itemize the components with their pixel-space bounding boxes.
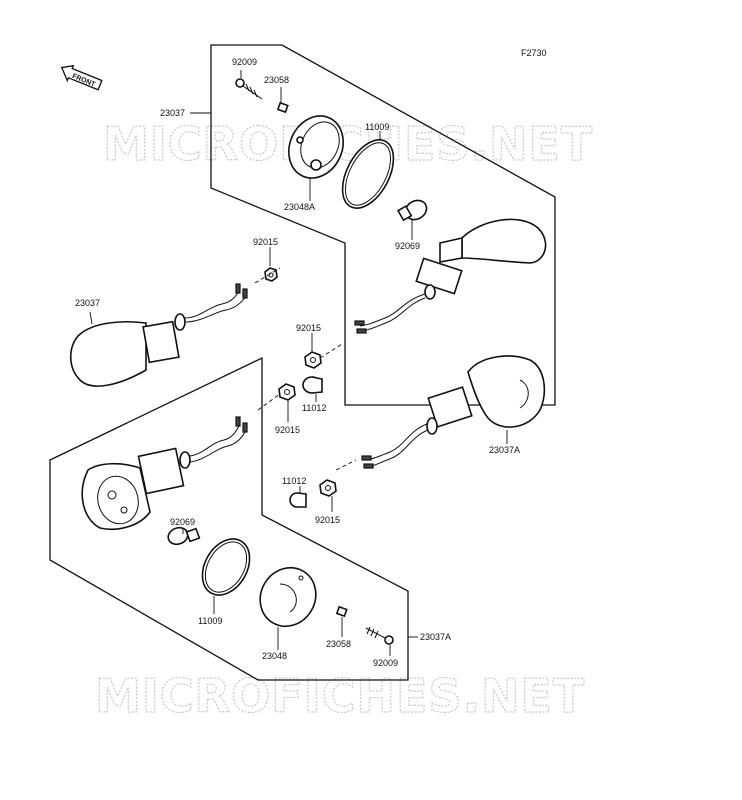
label-lens-top: 23048A [284,202,315,212]
screw-bottom [365,626,394,645]
nut-left-upper [264,267,278,282]
leader-lines [89,70,508,656]
figure-code: F2730 [521,48,547,58]
label-grommet-lower: 11012 [282,476,306,486]
label-assy-right-lower: 23037A [489,445,520,455]
bulb-top [396,199,428,222]
nut-center-upper [304,351,322,369]
label-assy-left: 23037 [75,298,100,308]
label-nut-lower: 92015 [315,515,340,525]
nut-bottom [335,605,348,618]
turn-signal-top-right [354,218,547,334]
watermark-bottom: MICROFICHES.NET [95,669,585,723]
label-grommet-center: 11012 [302,403,326,413]
nut-lower [319,479,337,497]
label-screw-top: 92009 [232,57,257,67]
label-nut-left-upper: 92015 [253,237,278,247]
grommet-lower [289,492,307,508]
nut-center-lower [278,383,296,401]
turn-signal-right-lower [361,355,546,469]
label-nut-bottom: 23058 [326,639,351,649]
label-assy-bottom: 23037A [420,632,451,642]
label-screw-bottom: 92009 [373,658,398,668]
ring-top [341,139,395,209]
watermark-top: MICROFICHES.NET [103,117,593,171]
label-ring-bottom: 11009 [198,616,222,626]
ring-bottom [201,538,251,596]
lens-bottom [259,566,317,628]
label-nut-center-lower: 92015 [275,425,300,435]
label-bulb-top: 92069 [395,241,420,251]
turn-signal-bottom [81,416,248,530]
label-bulb-bottom: 92069 [170,517,195,527]
label-nut-center-upper: 92015 [296,323,321,333]
label-lens-bottom: 23048 [262,651,287,661]
group-frame-bottom [49,356,409,681]
grommet-center [302,376,323,394]
label-assy-top-right: 23037 [160,108,185,118]
lens-top [288,115,344,179]
front-arrow-icon: FRONT [60,64,103,91]
label-nut-top: 23058 [264,75,289,85]
turn-signal-left [69,283,248,387]
label-ring-top: 11009 [365,122,389,132]
nut-top [276,101,289,114]
screw-top [235,78,263,100]
